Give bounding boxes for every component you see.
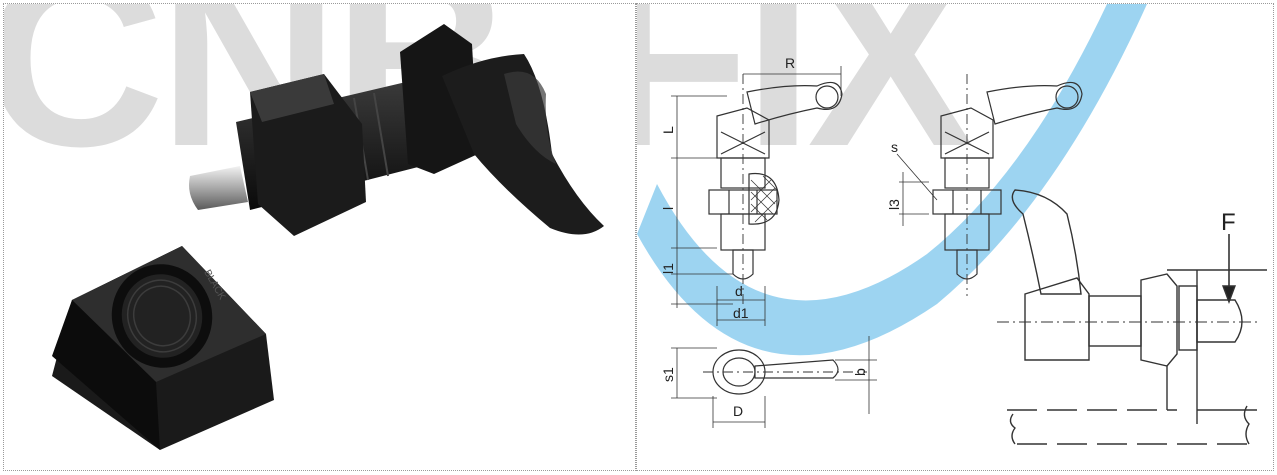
label-l: l — [660, 207, 676, 210]
technical-drawing-svg: R L l l1 d d1 s l3 s1 D b F — [637, 4, 1267, 445]
dimension-lines — [671, 66, 842, 326]
drawing-front-view — [708, 74, 843, 304]
drawing-top-view — [671, 336, 877, 428]
plunger-photo — [189, 24, 604, 236]
product-photos-svg: BLACK — [52, 24, 604, 450]
label-l3: l3 — [886, 199, 902, 210]
hex-nut-photo: BLACK — [52, 246, 274, 450]
label-d1: d1 — [733, 305, 749, 321]
label-s1: s1 — [660, 367, 676, 382]
label-R: R — [785, 55, 795, 71]
drawing-front-view-nut — [896, 74, 1083, 296]
technical-drawing-panel: FIX — [636, 3, 1274, 471]
plunger-pin — [189, 166, 248, 210]
label-b: b — [852, 368, 868, 376]
label-l1: l1 — [660, 263, 676, 274]
label-D: D — [733, 403, 743, 419]
product-photo-panel: CNB — [3, 3, 636, 471]
label-F: F — [1221, 209, 1236, 236]
watermark-swoosh — [637, 4, 1147, 356]
label-L: L — [660, 126, 676, 134]
watermark-right: FIX — [637, 3, 974, 198]
drawing-labels: R L l l1 d d1 s l3 s1 D b F — [660, 55, 1236, 419]
label-s: s — [891, 139, 898, 155]
plunger-cam-head — [400, 24, 478, 174]
drawing-installation-view — [997, 189, 1267, 445]
label-d: d — [735, 283, 743, 299]
plunger-wing-lever — [442, 54, 604, 235]
